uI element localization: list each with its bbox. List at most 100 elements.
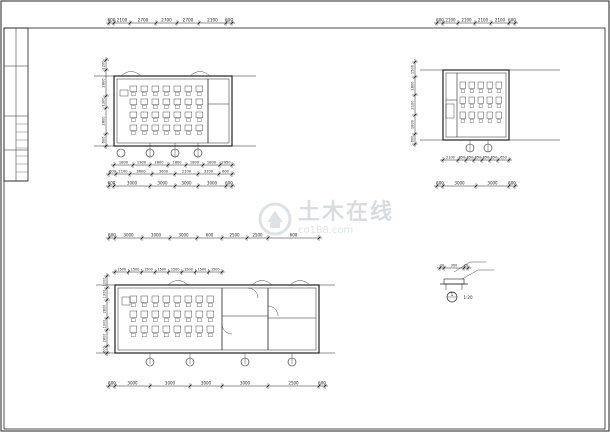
dimension-label: 1500	[211, 267, 220, 271]
desk	[129, 85, 138, 92]
dimension-label: 2700	[161, 17, 172, 22]
dimension-tick	[131, 163, 135, 167]
chair	[131, 118, 136, 122]
dimension-tick	[105, 328, 109, 332]
dimension-label: 2800	[101, 78, 105, 88]
dimension-tick	[196, 172, 200, 176]
desk	[184, 295, 193, 303]
chair	[469, 119, 474, 123]
chair	[186, 105, 191, 109]
chair	[186, 318, 191, 322]
chair	[131, 318, 136, 322]
desk	[477, 111, 484, 119]
dimension-label: 1800	[410, 119, 414, 129]
dimension-label: 650	[459, 155, 465, 159]
desk	[195, 85, 204, 92]
dimension-label: 650	[500, 155, 506, 159]
dimension-label: 1500	[198, 267, 207, 271]
dimension-tick	[128, 172, 132, 176]
desk	[495, 96, 502, 104]
desk	[495, 81, 502, 89]
chair	[131, 131, 136, 135]
dimension-tick	[224, 184, 228, 188]
dimension-label: 2100	[478, 17, 489, 22]
dimension-tick	[104, 144, 108, 148]
chair	[460, 104, 465, 108]
dimension-label: 1500	[131, 267, 140, 271]
chair	[186, 118, 191, 122]
dimension-label: 2700	[183, 17, 194, 22]
dimension-tick	[456, 21, 460, 25]
desk	[140, 98, 149, 105]
lectern	[445, 103, 455, 119]
dimension-tick	[230, 184, 234, 188]
chair	[197, 105, 202, 109]
dimension-label: 3000	[127, 380, 138, 385]
chair	[208, 333, 213, 337]
dimension-label: 600	[410, 135, 414, 143]
chair	[496, 104, 501, 108]
desk	[195, 325, 204, 333]
desk	[162, 124, 171, 131]
dimension-tick	[113, 270, 117, 274]
chair	[208, 318, 213, 322]
dimension-label: 600	[109, 169, 117, 173]
dimension-tick	[413, 93, 417, 97]
dimension-tick	[105, 316, 109, 320]
dimension-label: 600	[436, 180, 444, 185]
watermark-logo-icon	[258, 202, 292, 236]
dimension-tick	[441, 158, 445, 162]
dimension-label: 1800	[207, 160, 217, 164]
detail-section	[443, 278, 465, 285]
dimension-tick	[105, 286, 109, 290]
door-swing	[247, 287, 259, 299]
dimension-tick	[105, 344, 109, 348]
title-block	[3, 27, 29, 182]
dimension-tick	[154, 21, 158, 25]
dimension-tick	[456, 158, 460, 162]
chair	[175, 303, 180, 307]
desk	[129, 325, 138, 333]
dimension-label: 1800	[172, 160, 182, 164]
chair	[131, 92, 136, 96]
dimension-tick	[113, 236, 117, 240]
desk	[206, 295, 215, 303]
chair	[153, 118, 158, 122]
dimension-tick	[266, 384, 270, 388]
dimension-tick	[230, 172, 234, 176]
leader-line	[453, 261, 471, 273]
dimension-tick	[104, 94, 108, 98]
desk	[486, 96, 493, 104]
dimension-tick	[230, 163, 234, 167]
dimension-label: 600	[508, 180, 516, 185]
dimension-tick	[472, 158, 476, 162]
desk	[477, 96, 484, 104]
dimension-label: 3000	[201, 380, 212, 385]
dimension-tick	[113, 384, 117, 388]
dimension-label: 1300	[101, 97, 105, 107]
dimension-label: 600	[108, 380, 116, 385]
dimension-label: 3000	[454, 180, 465, 185]
dimension-tick	[114, 172, 118, 176]
chair	[487, 119, 492, 123]
dimension-label: 1800	[119, 160, 129, 164]
dimension-label: 2800	[101, 116, 105, 126]
dimension-tick	[413, 142, 417, 146]
dimension-label: 1500	[410, 64, 414, 74]
dimension-tick	[507, 184, 511, 188]
dimension-tick	[140, 236, 144, 240]
leader-line	[461, 269, 479, 280]
desk	[195, 111, 204, 118]
dimension-tick	[104, 68, 108, 72]
dimension-tick	[112, 163, 116, 167]
desk	[184, 111, 193, 118]
dimension-label: 2100	[117, 17, 128, 22]
dimension-label: 2050	[221, 160, 231, 164]
desk	[495, 111, 502, 119]
chair	[153, 333, 158, 337]
chair	[153, 131, 158, 135]
dimension-tick	[466, 266, 470, 270]
desk	[173, 111, 182, 118]
desk	[459, 96, 466, 104]
